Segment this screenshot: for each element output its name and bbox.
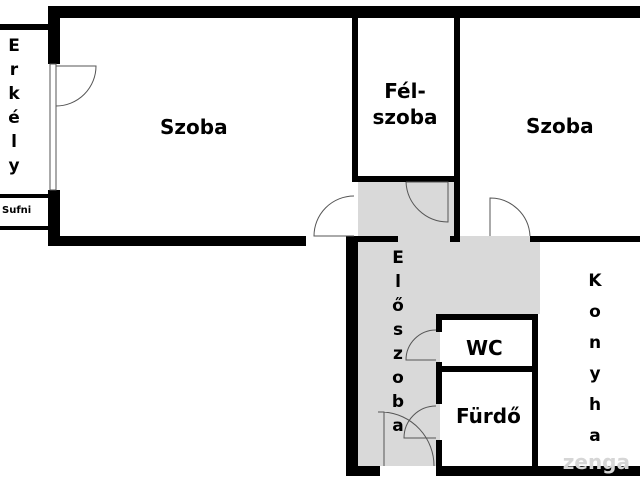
letter: s — [392, 320, 404, 340]
zenga-watermark: zenga — [562, 450, 630, 474]
room-label-szoba-right: Szoba — [526, 114, 594, 138]
letter: h — [588, 395, 602, 415]
letter: E — [392, 248, 404, 268]
letter: k — [8, 84, 20, 104]
room-label-eloszoba: E l ő s z o b a — [386, 246, 410, 438]
letter: l — [395, 272, 401, 292]
room-label-szoba-left: Szoba — [160, 115, 228, 139]
letter: y — [8, 156, 20, 176]
room-label-konyha: K o n y h a — [583, 266, 607, 452]
letter: a — [589, 426, 601, 446]
label-line: Fél- — [384, 79, 426, 103]
room-label-erkely: E r k é l y — [2, 34, 26, 178]
room-label-furdo: Fürdő — [456, 404, 521, 428]
letter: l — [11, 132, 17, 152]
label-line: szoba — [372, 105, 438, 129]
letter: b — [391, 392, 405, 412]
letter: ő — [392, 296, 404, 316]
walls — [0, 6, 640, 476]
doors — [49, 63, 531, 467]
room-label-wc: WC — [466, 336, 503, 360]
letter: o — [392, 368, 404, 388]
room-label-felszoba: Fél- szoba — [372, 78, 438, 130]
letter: r — [9, 60, 19, 80]
letter: n — [588, 333, 602, 353]
room-label-sufni: Sufni — [2, 205, 32, 216]
letter: E — [8, 36, 20, 56]
letter: z — [393, 344, 403, 364]
letter: é — [8, 108, 20, 128]
letter: a — [392, 416, 404, 436]
letter: y — [589, 364, 601, 384]
letter: K — [588, 271, 602, 291]
letter: o — [589, 302, 601, 322]
